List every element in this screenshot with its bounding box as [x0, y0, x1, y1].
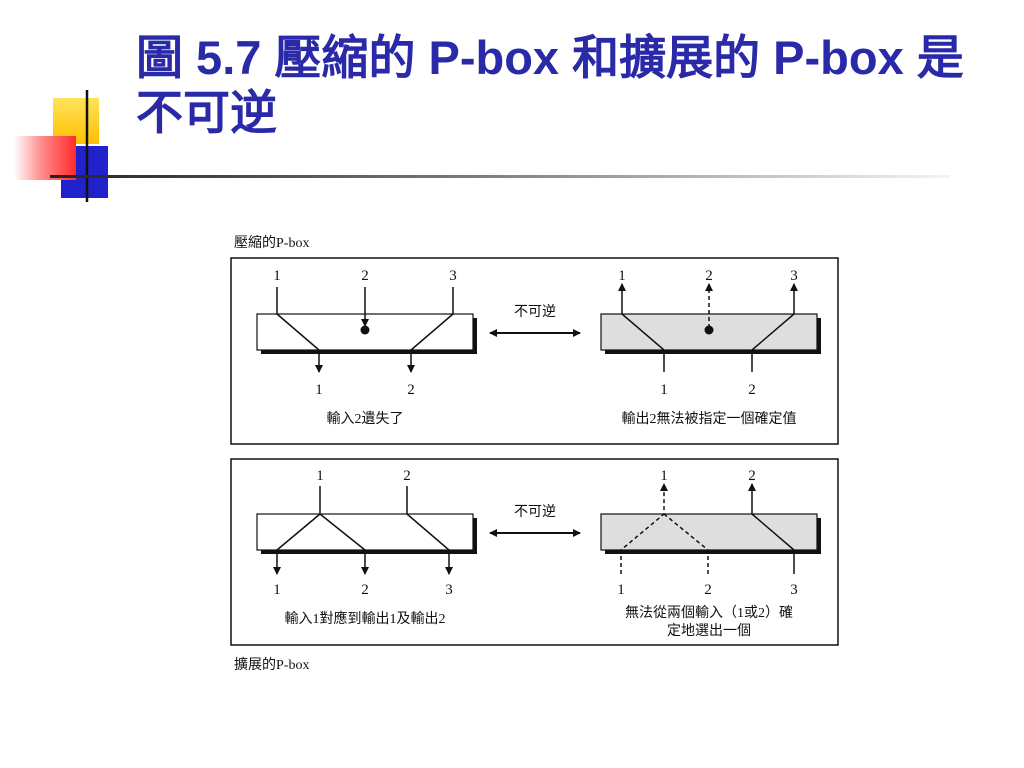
- expansion-left-box: [256, 513, 474, 551]
- expansion-irreversible-label: 不可逆: [514, 504, 556, 520]
- pbox-figure: 壓縮的P-box 擴展的P-box 1 2 3 1 2 輸入2遺失了 不可逆 1…: [228, 232, 848, 682]
- compression-irreversible-label: 不可逆: [514, 304, 556, 320]
- comp-right-out-1: 1: [660, 382, 668, 398]
- expansion-right-wires: [620, 483, 795, 574]
- comp-left-out-1: 1: [315, 382, 323, 398]
- slide-decoration: [0, 0, 140, 210]
- expansion-left-wires: [273, 486, 453, 575]
- exp-right-in-1: 1: [660, 468, 668, 484]
- title-underline: [50, 175, 950, 178]
- expansion-panel: [230, 458, 839, 646]
- slide-title: 圖 5.7 壓縮的 P-box 和擴展的 P-box 是不可逆: [136, 31, 964, 139]
- exp-left-out-2: 2: [361, 582, 369, 598]
- exp-right-caption-line1: 無法從兩個輸入（1或2）確: [625, 605, 793, 621]
- bottom-caption: 擴展的P-box: [234, 656, 309, 673]
- comp-right-in-3: 3: [790, 268, 798, 284]
- comp-right-in-1: 1: [618, 268, 626, 284]
- undetermined-output-dot: [704, 325, 714, 335]
- comp-left-in-2: 2: [361, 268, 369, 284]
- compression-panel: [230, 257, 839, 445]
- comp-left-in-3: 3: [449, 268, 457, 284]
- exp-right-out-3: 3: [790, 582, 798, 598]
- exp-right-in-2: 2: [748, 468, 756, 484]
- exp-right-out-2: 2: [704, 582, 712, 598]
- exp-left-out-3: 3: [445, 582, 453, 598]
- exp-left-in-2: 2: [403, 468, 411, 484]
- comp-right-in-2: 2: [705, 268, 713, 284]
- dropped-input-dot: [360, 325, 370, 335]
- comp-left-in-1: 1: [273, 268, 281, 284]
- exp-right-caption-line2: 定地選出一個: [667, 623, 751, 639]
- comp-right-out-2: 2: [748, 382, 756, 398]
- comp-left-caption: 輸入2遺失了: [327, 411, 404, 427]
- compression-right-wires: [618, 283, 798, 372]
- top-caption: 壓縮的P-box: [234, 235, 309, 251]
- exp-left-out-1: 1: [273, 582, 281, 598]
- comp-left-out-2: 2: [407, 382, 415, 398]
- expansion-right-box: [600, 513, 818, 551]
- compression-left-wires: [276, 287, 454, 373]
- red-gradient-square: [14, 136, 76, 180]
- exp-left-caption: 輸入1對應到輸出1及輸出2: [285, 610, 446, 627]
- exp-right-out-1: 1: [617, 582, 625, 598]
- exp-left-in-1: 1: [316, 468, 324, 484]
- comp-right-caption: 輸出2無法被指定一個確定值: [622, 411, 797, 427]
